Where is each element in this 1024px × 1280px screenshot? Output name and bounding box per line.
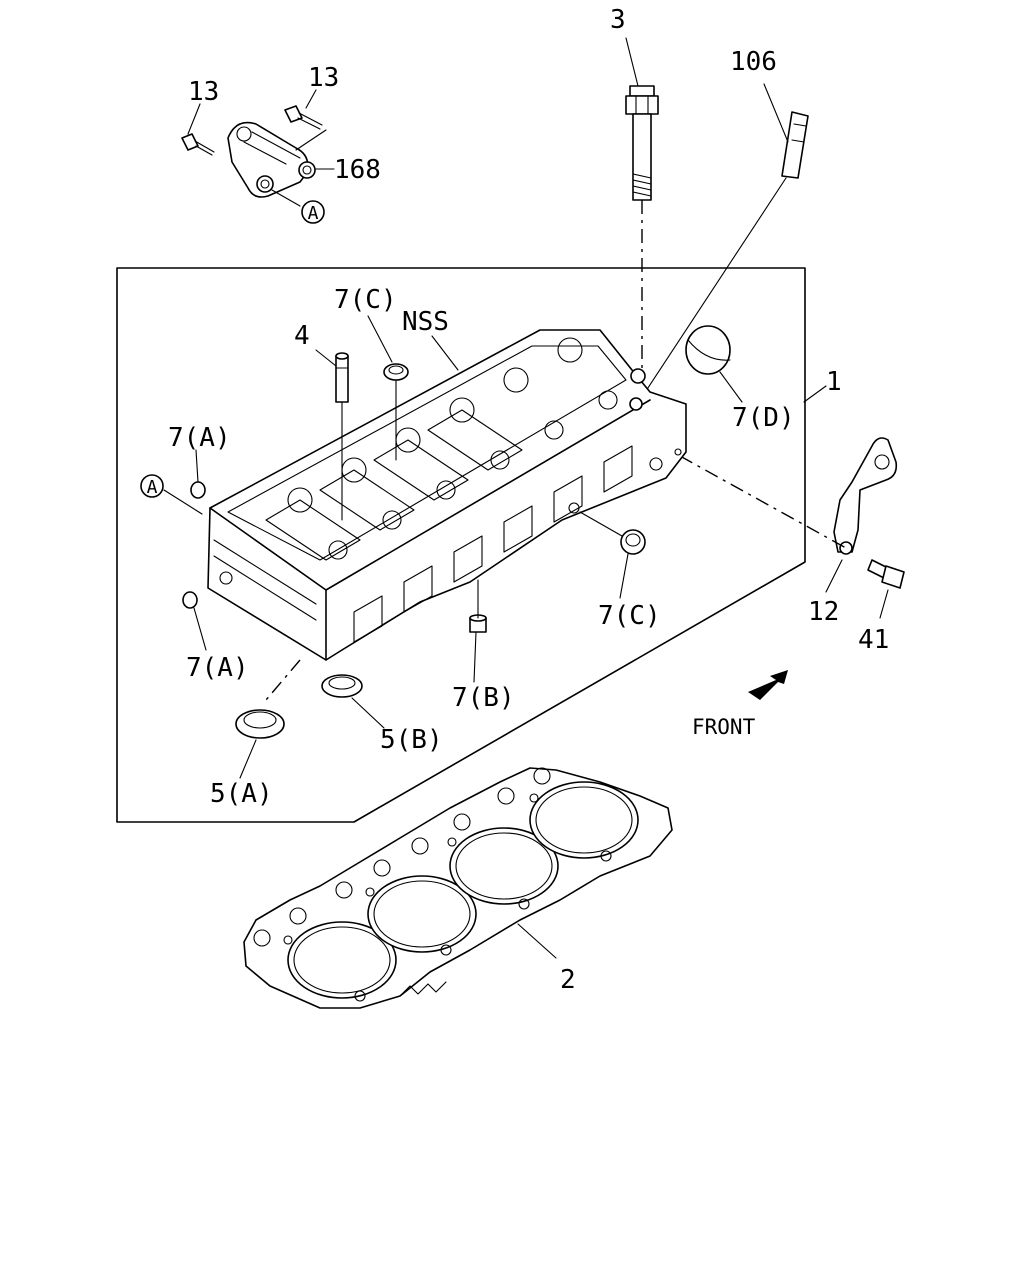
callout-7b: 7(B) xyxy=(452,683,515,713)
leader-7a-lower xyxy=(193,607,207,651)
front-label: FRONT xyxy=(692,715,756,739)
callout-168: 168 xyxy=(334,155,381,185)
leader-13-left xyxy=(187,103,201,135)
leader-a-side xyxy=(163,489,203,515)
bracket-168-part xyxy=(227,121,316,198)
callout-41: 41 xyxy=(858,625,889,655)
callout-2: 2 xyxy=(560,965,576,995)
leader-5a xyxy=(239,739,257,779)
leader-41 xyxy=(879,589,889,619)
plug-7a-upper-part xyxy=(190,481,206,499)
cylinder-head-part xyxy=(207,329,687,661)
axis-7c-right xyxy=(579,511,623,537)
leader-12 xyxy=(825,559,843,593)
callout-nss: NSS xyxy=(402,307,449,337)
callout-1: 1 xyxy=(826,367,842,397)
leader-7c-top xyxy=(367,315,393,363)
leader-7a-upper xyxy=(195,449,199,483)
leader-5b xyxy=(351,697,385,729)
leader-2 xyxy=(517,923,557,959)
leader-3 xyxy=(625,37,639,87)
callout-7c-right: 7(C) xyxy=(598,601,661,631)
ref-a-top-circle xyxy=(301,200,325,224)
leader-106 xyxy=(763,83,789,143)
ref-a-top-label: A xyxy=(308,203,319,224)
guide-4-part xyxy=(335,352,349,403)
callout-5a: 5(A) xyxy=(210,779,273,809)
front-arrow-icon xyxy=(748,670,788,700)
leader-7b xyxy=(473,631,477,683)
plug-7c-right-part xyxy=(620,529,646,555)
leader-nss xyxy=(431,335,459,371)
ref-a-side-label: A xyxy=(147,477,158,498)
bolt-13-left-part xyxy=(181,133,215,156)
bolt-3-part xyxy=(625,85,659,201)
axis-5a xyxy=(265,659,301,701)
bracket-12-part xyxy=(833,437,898,555)
assembly-frame xyxy=(116,267,806,823)
callout-7a-upper: 7(A) xyxy=(168,423,231,453)
leader-13-right-b xyxy=(295,129,327,151)
callout-3: 3 xyxy=(610,5,626,35)
seal-5b-part xyxy=(321,674,363,698)
plug-7d-part xyxy=(685,325,731,375)
callout-4: 4 xyxy=(294,321,310,351)
callout-7c-top: 7(C) xyxy=(334,285,397,315)
leader-7c-right xyxy=(619,553,629,599)
callout-12: 12 xyxy=(808,597,839,627)
gasket-2-part xyxy=(243,767,673,1009)
callout-106: 106 xyxy=(730,47,777,77)
callout-7d: 7(D) xyxy=(732,403,795,433)
leader-4 xyxy=(315,349,337,367)
leader-1 xyxy=(803,385,827,403)
ref-a-side-circle xyxy=(140,474,164,498)
axis-bracket-12 xyxy=(679,455,847,549)
leader-7d xyxy=(719,371,743,403)
callout-5b: 5(B) xyxy=(380,725,443,755)
callout-13-right: 13 xyxy=(308,63,339,93)
plug-7c-top-part xyxy=(383,363,409,381)
dipstick-106-part xyxy=(781,111,809,179)
leader-13-right xyxy=(305,89,317,109)
bolt-41-part xyxy=(867,559,905,589)
callout-7a-lower: 7(A) xyxy=(186,653,249,683)
plug-7a-lower-part xyxy=(182,591,198,609)
bolt-13-right-part xyxy=(284,105,323,130)
axis-dipstick xyxy=(639,177,787,401)
leader-a-top xyxy=(271,189,301,207)
callout-13-left: 13 xyxy=(188,77,219,107)
seal-5a-part xyxy=(235,709,285,739)
